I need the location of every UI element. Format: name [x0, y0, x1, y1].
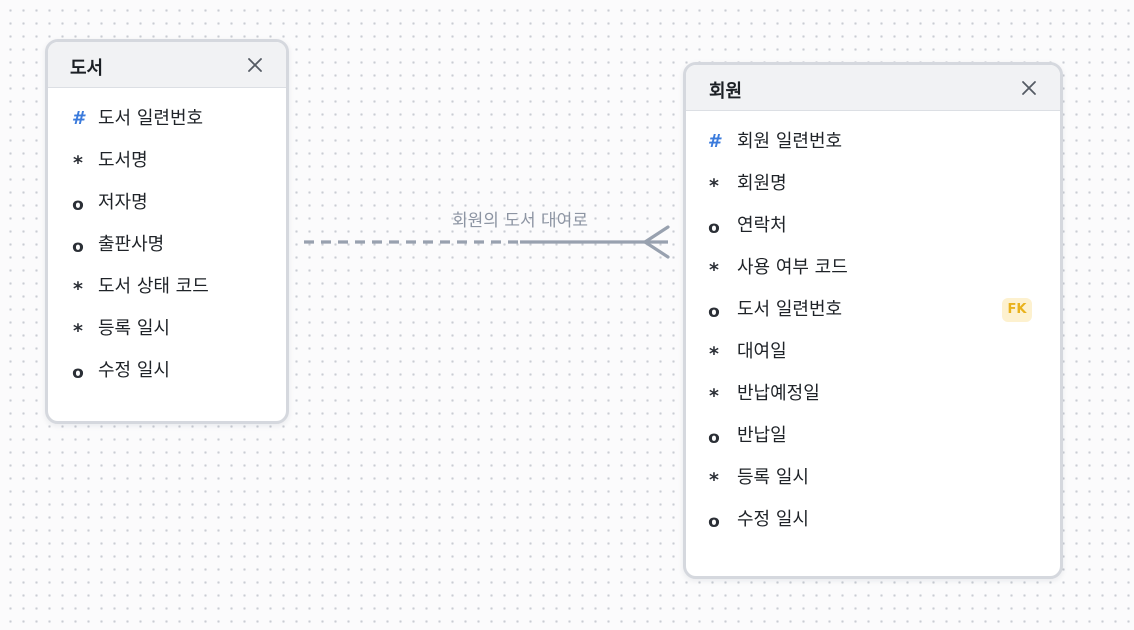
entity-member[interactable]: 회원 # 회원 일련번호 * 회원명 o 연락처 * 사용 여부 코드 o 도서…: [683, 62, 1063, 579]
attribute-label: 수정 일시: [737, 509, 809, 530]
attribute-row[interactable]: * 회원명: [686, 167, 1060, 209]
entity-header[interactable]: 도서: [48, 42, 286, 88]
attribute-label: 회원 일련번호: [737, 131, 843, 152]
fk-badge: FK: [1002, 298, 1032, 322]
attribute-label: 회원명: [737, 173, 787, 194]
attribute-label: 대여일: [737, 341, 787, 362]
attribute-label: 도서 일련번호: [737, 299, 843, 320]
attribute-row[interactable]: * 사용 여부 코드: [686, 251, 1060, 293]
primary-key-marker: #: [707, 131, 721, 152]
mandatory-marker: *: [709, 469, 719, 491]
mandatory-marker: *: [73, 152, 83, 174]
optional-marker: o: [708, 512, 720, 532]
attribute-row[interactable]: # 도서 일련번호: [48, 102, 286, 144]
entity-header[interactable]: 회원: [686, 65, 1060, 111]
mandatory-marker: *: [73, 320, 83, 342]
entity-title: 도서: [70, 58, 104, 79]
entity-title: 회원: [709, 81, 743, 102]
optional-marker: o: [708, 218, 720, 238]
attribute-row[interactable]: * 반납예정일: [686, 377, 1060, 419]
close-icon[interactable]: [246, 56, 264, 74]
attribute-label: 출판사명: [98, 234, 165, 255]
attribute-label: 반납일: [737, 425, 787, 446]
close-icon[interactable]: [1020, 79, 1038, 97]
entity-book[interactable]: 도서 # 도서 일련번호 * 도서명 o 저자명 o 출판사명 * 도서 상태 …: [45, 39, 289, 424]
optional-marker: o: [72, 195, 84, 215]
primary-key-marker: #: [71, 108, 85, 129]
attribute-list: # 도서 일련번호 * 도서명 o 저자명 o 출판사명 * 도서 상태 코드 …: [48, 88, 286, 396]
attribute-row[interactable]: o 수정 일시: [686, 503, 1060, 545]
attribute-label: 반납예정일: [737, 383, 820, 404]
attribute-row[interactable]: o 연락처: [686, 209, 1060, 251]
attribute-label: 저자명: [98, 192, 148, 213]
attribute-label: 수정 일시: [98, 360, 170, 381]
attribute-row[interactable]: o 수정 일시: [48, 354, 286, 396]
attribute-row[interactable]: o 저자명: [48, 186, 286, 228]
attribute-row[interactable]: o 출판사명: [48, 228, 286, 270]
mandatory-marker: *: [709, 385, 719, 407]
mandatory-marker: *: [709, 175, 719, 197]
attribute-row[interactable]: * 도서 상태 코드: [48, 270, 286, 312]
attribute-list: # 회원 일련번호 * 회원명 o 연락처 * 사용 여부 코드 o 도서 일련…: [686, 111, 1060, 545]
attribute-label: 사용 여부 코드: [737, 257, 848, 278]
attribute-label: 도서 일련번호: [98, 108, 204, 129]
optional-marker: o: [72, 237, 84, 257]
relationship-label: 회원의 도서 대여로: [452, 211, 588, 231]
optional-marker: o: [72, 363, 84, 383]
attribute-label: 등록 일시: [737, 467, 809, 488]
attribute-row[interactable]: * 등록 일시: [686, 461, 1060, 503]
attribute-row[interactable]: * 대여일: [686, 335, 1060, 377]
attribute-row[interactable]: * 등록 일시: [48, 312, 286, 354]
attribute-label: 도서 상태 코드: [98, 276, 209, 297]
attribute-label: 도서명: [98, 150, 148, 171]
attribute-label: 등록 일시: [98, 318, 170, 339]
mandatory-marker: *: [73, 278, 83, 300]
attribute-row[interactable]: * 도서명: [48, 144, 286, 186]
crows-foot-icon: [643, 225, 670, 259]
attribute-row[interactable]: o 도서 일련번호 FK: [686, 293, 1060, 335]
attribute-row[interactable]: # 회원 일련번호: [686, 125, 1060, 167]
attribute-row[interactable]: o 반납일: [686, 419, 1060, 461]
mandatory-marker: *: [709, 259, 719, 281]
optional-marker: o: [708, 428, 720, 448]
optional-marker: o: [708, 302, 720, 322]
mandatory-marker: *: [709, 343, 719, 365]
attribute-label: 연락처: [737, 215, 787, 236]
